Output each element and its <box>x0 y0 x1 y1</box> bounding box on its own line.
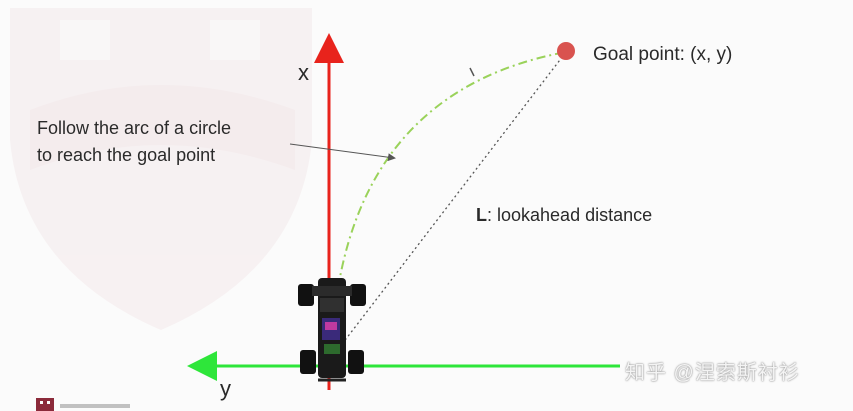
x-axis-label: x <box>298 60 309 85</box>
lookahead-symbol: L <box>476 205 487 225</box>
site-watermark: 知乎 @涅索斯衬衫 <box>625 362 800 384</box>
logo-fragment <box>36 398 130 411</box>
arc-annotation-line2: to reach the goal point <box>37 145 216 165</box>
note-pointer <box>289 143 396 162</box>
arc-annotation: Follow the arc of a circle to reach the … <box>37 115 297 169</box>
cursor-icon <box>469 67 475 77</box>
goal-point-label: Goal point: (x, y) <box>593 44 733 65</box>
lookahead-line <box>335 51 567 353</box>
car-icon <box>298 278 366 382</box>
y-axis-label: y <box>220 376 231 401</box>
lookahead-label: L: lookahead distance <box>476 205 652 226</box>
arc-annotation-line1: Follow the arc of a circle <box>37 118 232 138</box>
goal-point <box>557 42 575 60</box>
shield-watermark <box>10 8 312 330</box>
arc-path <box>337 51 567 289</box>
lookahead-text: : lookahead distance <box>487 205 653 225</box>
